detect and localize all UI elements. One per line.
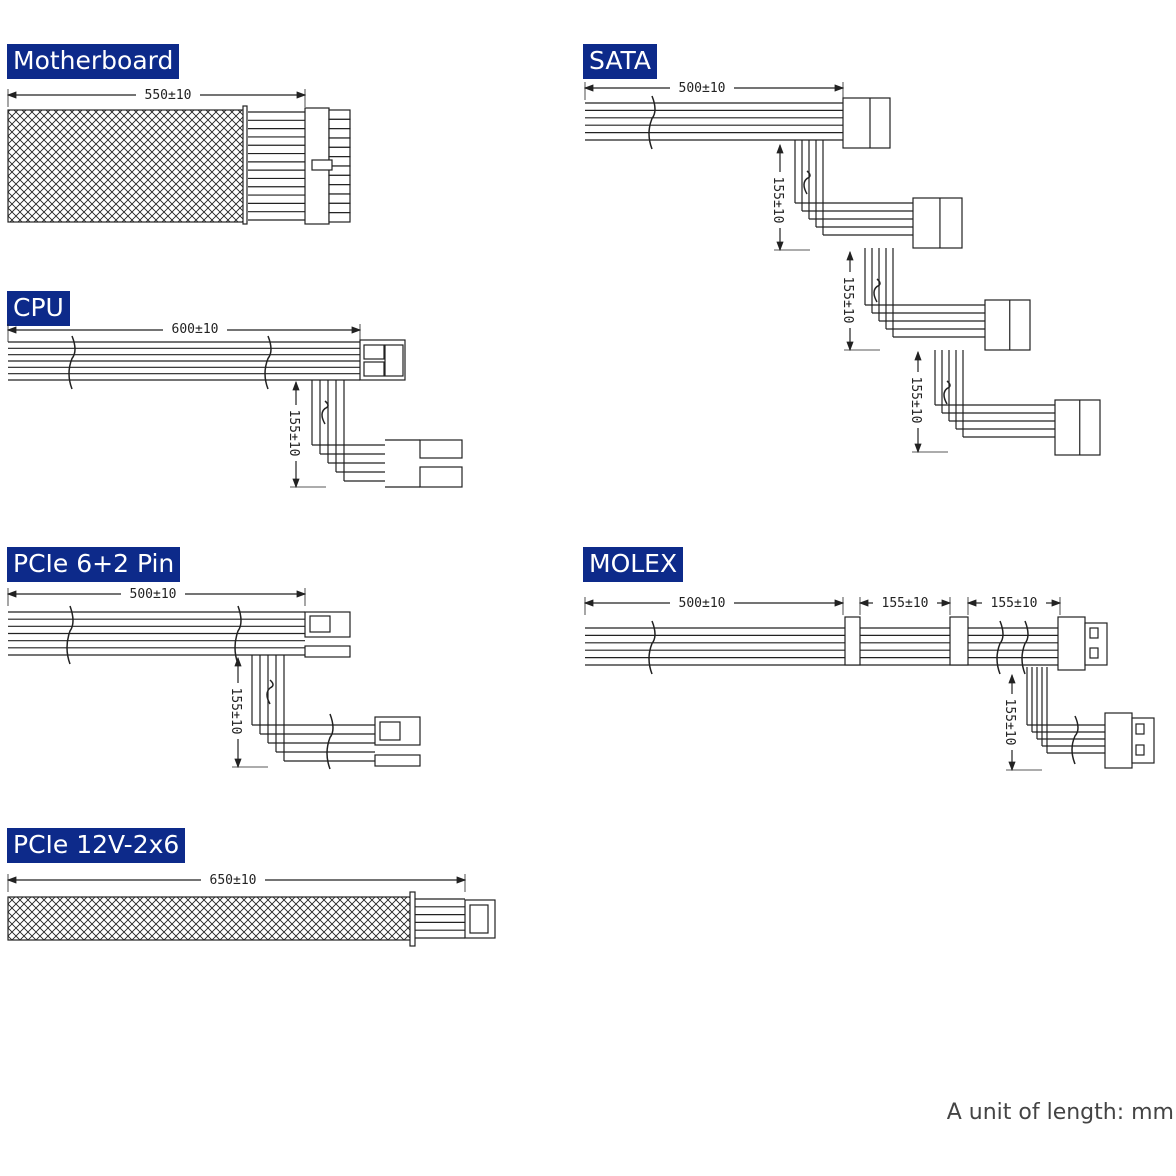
sleeved-mesh: [7, 109, 246, 223]
break-mark: [648, 620, 656, 675]
pcie62-branch-label: 155±10: [228, 688, 243, 735]
break-mark: [873, 278, 881, 303]
molex-branch-label: 155±10: [1002, 699, 1017, 746]
cpu-branch-label: 155±10: [286, 410, 301, 457]
pin: [1089, 647, 1099, 659]
break-mark: [266, 679, 274, 705]
cable-comb: [242, 105, 248, 225]
pin: [363, 344, 385, 360]
connector-pin: [328, 202, 351, 214]
sata-length-label: 500±10: [679, 81, 726, 96]
sata-branch-label-1: 155±10: [770, 177, 785, 224]
cpu-title: CPU: [7, 291, 70, 326]
break-mark: [264, 335, 272, 390]
cpu-4pin-connector: [419, 439, 463, 459]
sata-branch-label-2: 155±10: [840, 277, 855, 324]
pin: [1089, 627, 1099, 639]
pcie-12v-2x6-title: PCIe 12V-2x6: [7, 828, 186, 863]
sata-title: SATA: [583, 44, 657, 79]
pin: [384, 344, 404, 377]
sata-connector: [949, 616, 969, 666]
pcie62-length-label: 500±10: [130, 587, 177, 602]
connector-pin: [328, 184, 351, 195]
break-mark: [1071, 715, 1079, 765]
cpu-length-label: 600±10: [172, 322, 219, 337]
sata-connector: [984, 299, 1031, 351]
break-mark: [321, 400, 329, 425]
pin: [1135, 744, 1145, 756]
molex-spacing-label-2: 155±10: [991, 596, 1038, 611]
break-mark: [943, 380, 951, 405]
unit-note: A unit of length: mm: [946, 1100, 1174, 1125]
break-mark: [1021, 620, 1029, 675]
connector-pin: [328, 128, 351, 139]
sata-connector: [842, 97, 891, 149]
pin: [363, 361, 385, 377]
cpu-4pin-connector: [419, 466, 463, 488]
pcie-2pin-connector: [374, 754, 421, 767]
sata-connector: [1054, 399, 1101, 456]
molex-title: MOLEX: [583, 547, 684, 582]
pcie-6-2-title: PCIe 6+2 Pin: [7, 547, 181, 582]
connector-pin: [328, 146, 351, 158]
motherboard-title: Motherboard: [7, 44, 180, 79]
break-mark: [803, 170, 811, 195]
connector-pin: [328, 174, 351, 186]
sata-branch-label-3: 155±10: [908, 377, 923, 424]
connector-pin: [328, 109, 351, 120]
pcie12v-length-label: 650±10: [210, 873, 257, 888]
break-mark: [326, 713, 334, 770]
break-mark: [66, 605, 74, 665]
break-mark: [996, 620, 1004, 675]
motherboard-length-label: 550±10: [145, 88, 192, 103]
pin: [1135, 723, 1145, 735]
connector-pin: [328, 193, 351, 204]
pin: [469, 904, 489, 934]
cable-comb: [409, 891, 416, 947]
molex-connector: [1104, 712, 1133, 769]
sata-connector: [844, 616, 861, 666]
connector-pin: [328, 137, 351, 148]
pin: [379, 721, 401, 741]
connector-latch: [311, 159, 333, 171]
connector-pin: [328, 212, 351, 223]
break-mark: [648, 95, 656, 150]
break-mark: [68, 335, 76, 390]
molex-connector: [1057, 616, 1086, 671]
sata-connector: [912, 197, 963, 249]
pcie-2pin-connector: [304, 645, 351, 658]
sleeved-mesh: [7, 896, 414, 941]
pin: [309, 615, 331, 633]
molex-length-label: 500±10: [679, 596, 726, 611]
connector-pin: [328, 118, 351, 130]
break-mark: [234, 605, 242, 665]
molex-spacing-label-1: 155±10: [882, 596, 929, 611]
